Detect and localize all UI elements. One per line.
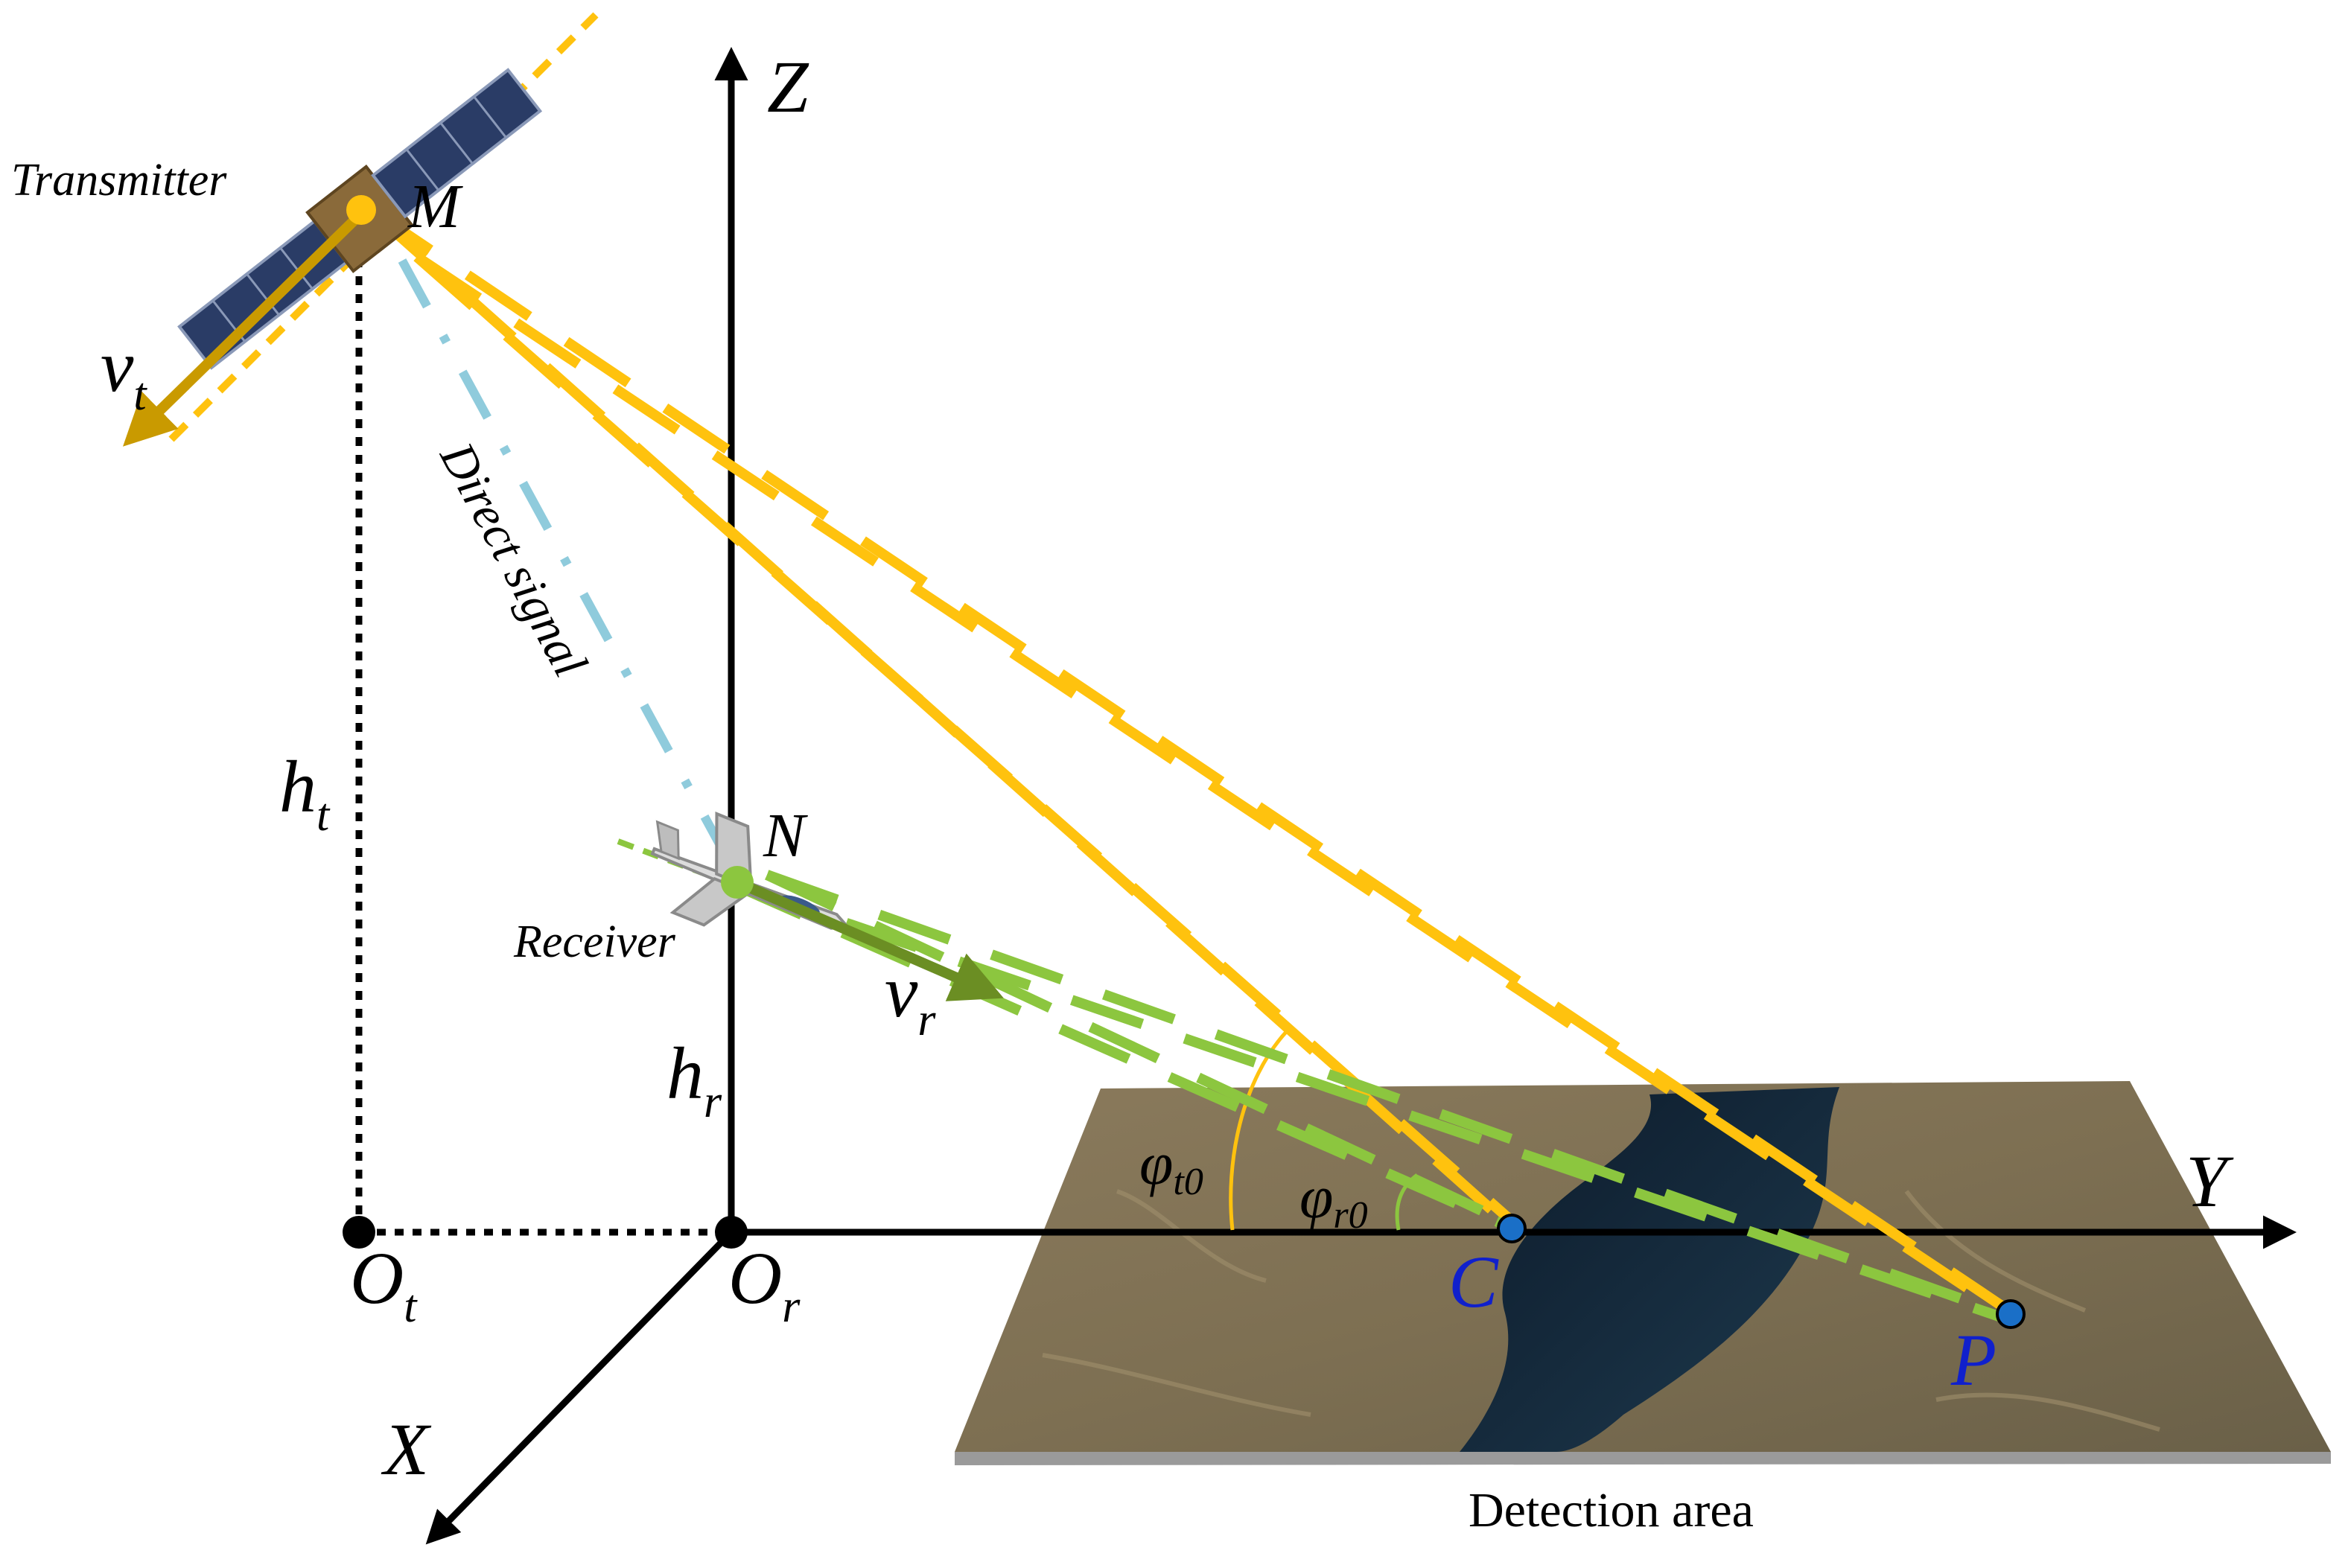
- receiver-height-main: h: [666, 1032, 704, 1115]
- transmit-beams: [168, 12, 2014, 1316]
- y-axis-label: Y: [2186, 1140, 2234, 1223]
- x-axis-label: X: [381, 1408, 432, 1491]
- origin-t-sub: t: [404, 1281, 418, 1332]
- origin-t-main: O: [350, 1237, 404, 1319]
- receiver-velocity-arrow: [735, 877, 1004, 1001]
- receiver-label: Receiver: [513, 917, 676, 967]
- direct-signal-line: [398, 258, 731, 858]
- origin-r-main: O: [728, 1237, 782, 1319]
- receiver-angle-main: φ: [1299, 1163, 1333, 1231]
- transmitter-point: [346, 195, 376, 225]
- transmitter-height-main: h: [279, 745, 316, 828]
- direct-signal-label: Direct signal: [429, 433, 597, 686]
- transmitter-angle-main: φ: [1139, 1129, 1173, 1197]
- receiver-point-label: N: [763, 801, 808, 870]
- transmitter-velocity-sub: t: [133, 369, 147, 420]
- receiver-angle-sub: r0: [1333, 1194, 1367, 1237]
- receiver-point: [721, 866, 754, 899]
- target-marker: [1996, 1299, 2026, 1329]
- receiver-height-label: hr: [666, 1032, 722, 1127]
- transmitter-angle-label: φt0: [1139, 1129, 1203, 1203]
- coordinate-axes: [343, 47, 2297, 1545]
- receiver-velocity-label: vr: [885, 950, 936, 1045]
- origin-r-label: Or: [728, 1237, 801, 1332]
- receiver-height-sub: r: [704, 1077, 722, 1127]
- transmitter-angle-sub: t0: [1173, 1161, 1203, 1203]
- target-label: P: [1950, 1319, 1997, 1401]
- receiver-velocity-sub: r: [917, 995, 936, 1045]
- origin-t-point: [343, 1216, 375, 1249]
- transmitter-point-label: M: [407, 172, 463, 241]
- transmitter-velocity-label: vt: [101, 325, 147, 420]
- receiver-velocity-main: v: [885, 950, 918, 1033]
- transmitter-velocity-arrow: [122, 205, 369, 447]
- detection-area-terrain: [955, 1081, 2331, 1465]
- detection-area-label: Detection area: [1469, 1483, 1754, 1537]
- transmitter-label: Transmitter: [11, 155, 227, 205]
- origin-r-point: [715, 1216, 748, 1249]
- transmitter-height-label: ht: [279, 745, 331, 841]
- x-axis: [425, 1229, 734, 1545]
- origin-r-sub: r: [782, 1281, 801, 1332]
- transmitter-velocity-main: v: [101, 325, 134, 407]
- scene-center-label: C: [1448, 1240, 1499, 1323]
- origin-t-label: Ot: [350, 1237, 418, 1332]
- transmitter-height-sub: t: [316, 790, 331, 841]
- scene-center-marker: [1497, 1214, 1527, 1243]
- z-axis-label: Z: [767, 45, 809, 128]
- receiver-angle-label: φr0: [1299, 1163, 1368, 1237]
